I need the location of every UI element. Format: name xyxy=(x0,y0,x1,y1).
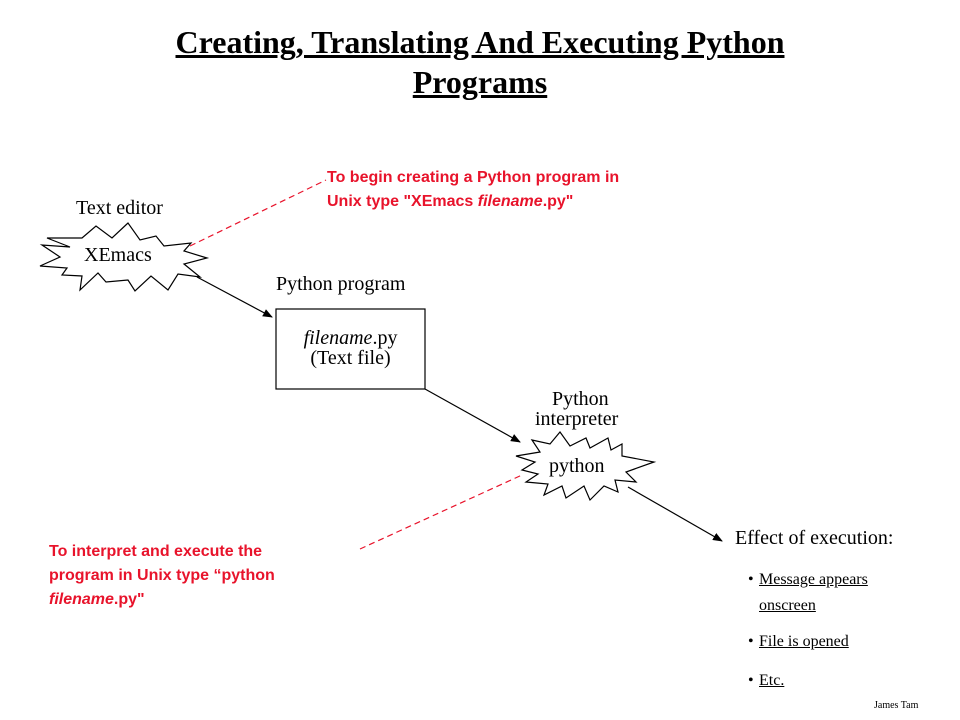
effect-item-text: Message appears xyxy=(759,571,868,588)
program-file-name-italic: filename xyxy=(303,327,373,349)
bullet-icon: • xyxy=(748,672,754,689)
interpret-note-suffix: .py" xyxy=(113,591,145,608)
interpret-note-italic: filename xyxy=(49,591,114,608)
effect-list: • Message appears onscreen • File is ope… xyxy=(748,570,948,690)
effect-heading: Effect of execution: xyxy=(735,527,894,549)
effect-item-text: onscreen xyxy=(759,597,816,614)
interpret-program-note: To interpret and execute the program in … xyxy=(49,540,369,612)
python-burst-label: python xyxy=(549,455,605,477)
interpreter-caption-line-1: Python xyxy=(552,388,609,410)
python-burst-shape xyxy=(515,431,657,502)
interpret-note-line-3: filename.py" xyxy=(49,588,369,612)
create-note-italic: filename xyxy=(477,193,543,210)
arrow-program-to-interpreter xyxy=(424,388,521,443)
program-file-name: filename.py xyxy=(276,328,425,348)
interpreter-caption-line-2: interpreter xyxy=(535,408,619,430)
arrow-editor-to-program xyxy=(196,276,273,318)
effect-item-text: Etc. xyxy=(759,672,785,689)
text-editor-caption: Text editor xyxy=(76,197,163,219)
arrow-interpreter-to-effect xyxy=(627,486,723,542)
xemacs-burst-shape xyxy=(39,222,210,292)
interpret-note-line-1: To interpret and execute the xyxy=(49,543,263,560)
bullet-icon: • xyxy=(748,633,754,650)
program-file-type: (Text file) xyxy=(310,347,391,369)
leader-line-interpret-note xyxy=(359,474,523,550)
create-note-prefix: Unix type "XEmacs xyxy=(327,193,478,210)
bullet-icon: • xyxy=(748,571,754,588)
xemacs-burst-label: XEmacs xyxy=(84,244,152,266)
program-file-ext: .py xyxy=(372,327,398,349)
page-title-line-2: Programs xyxy=(412,64,548,100)
author-name: James Tam xyxy=(874,700,919,711)
program-file-box xyxy=(275,308,426,390)
interpret-note-line-2: program in Unix type “python xyxy=(49,567,275,584)
create-note-suffix: .py" xyxy=(542,193,574,210)
leader-line-create-note xyxy=(189,179,327,247)
python-program-caption: Python program xyxy=(276,273,406,295)
page-title-line-1: Creating, Translating And Executing Pyth… xyxy=(175,24,785,60)
effect-item-text: File is opened xyxy=(759,633,849,650)
create-program-note: To begin creating a Python program in Un… xyxy=(327,166,747,214)
create-note-line-2: Unix type "XEmacs filename.py" xyxy=(327,190,747,214)
create-note-line-1: To begin creating a Python program in xyxy=(327,169,620,186)
